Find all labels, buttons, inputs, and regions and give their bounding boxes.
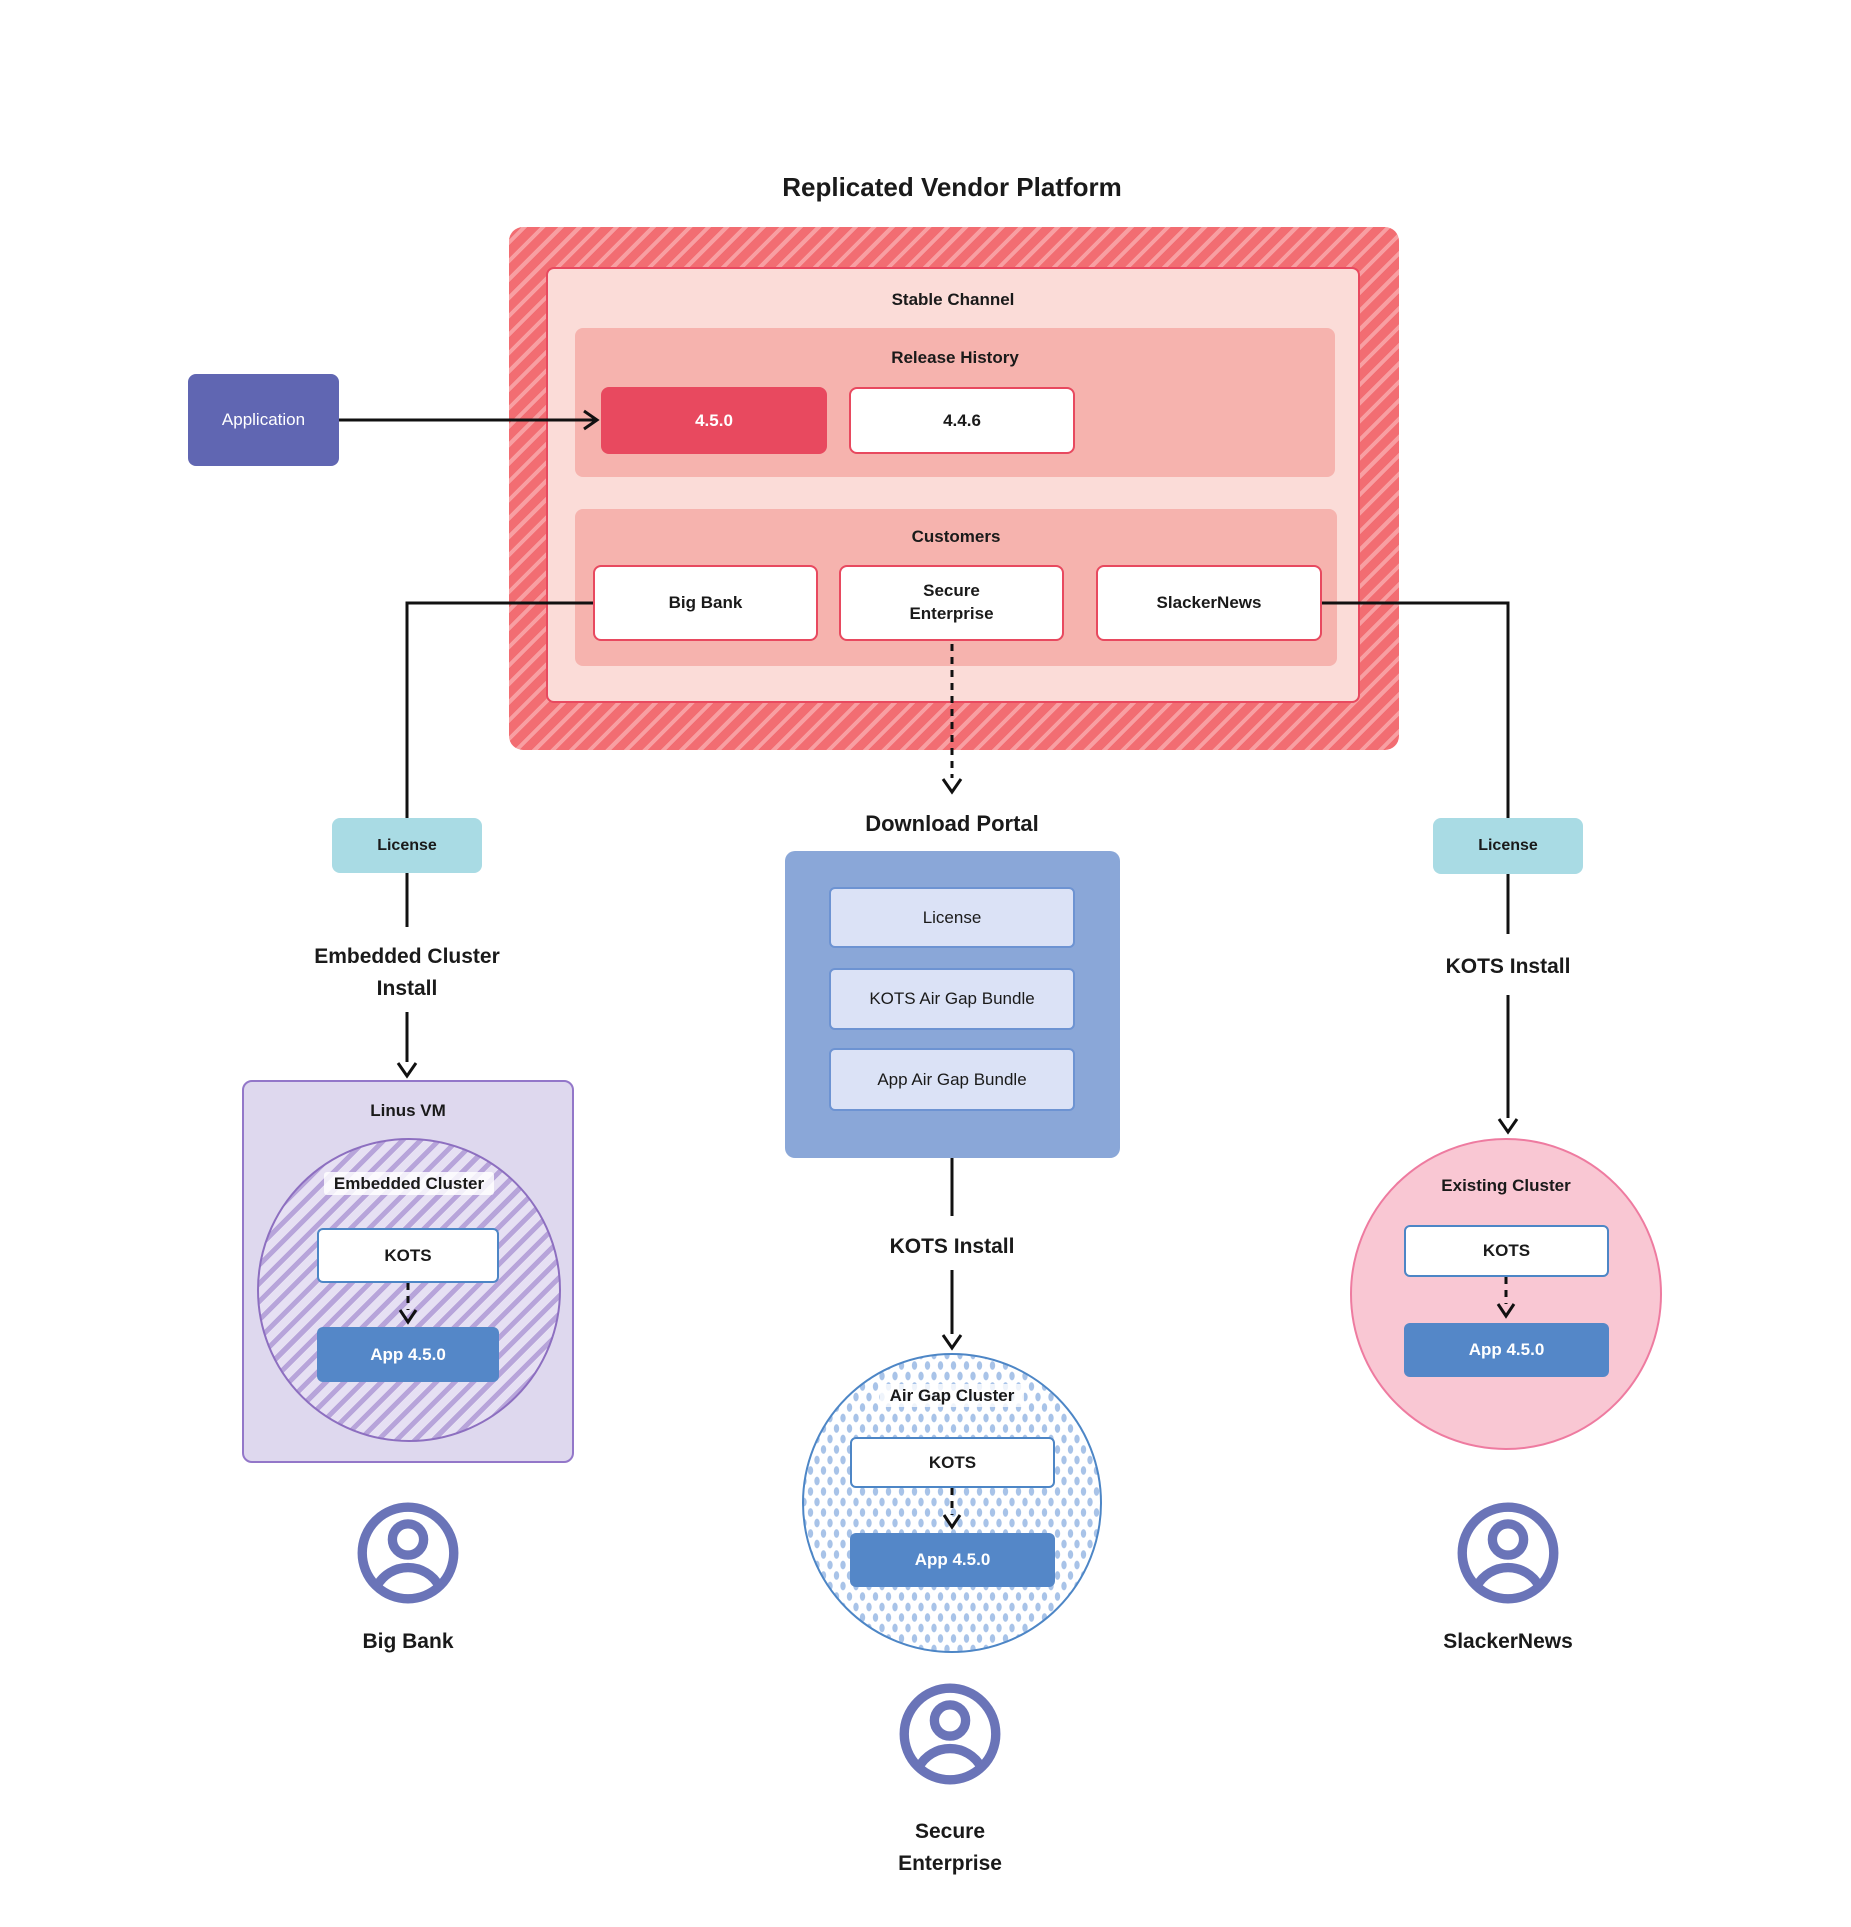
customer-secure-enterprise: Secure Enterprise: [839, 565, 1064, 641]
app-box-left: App 4.5.0: [317, 1327, 499, 1382]
person-icon: [1457, 1502, 1559, 1604]
download-portal-title: Download Portal: [865, 811, 1039, 836]
person-icon: [357, 1502, 459, 1604]
customer-big-bank: Big Bank: [593, 565, 818, 641]
customer-secure-enterprise-label: Secure Enterprise: [909, 581, 994, 623]
kots-box-right: KOTS: [1404, 1225, 1609, 1277]
user-label-slackernews: SlackerNews: [1443, 1630, 1573, 1653]
release-4-5-0: 4.5.0: [601, 387, 827, 454]
customers-label: Customers: [911, 527, 1001, 546]
customer-slackernews: SlackerNews: [1096, 565, 1322, 641]
app-box-middle: App 4.5.0: [850, 1533, 1055, 1587]
air-gap-cluster-label-text: Air Gap Cluster: [879, 1384, 1025, 1407]
embedded-cluster-install-label: Embedded Cluster Install: [314, 945, 500, 1000]
bundle-license: License: [829, 887, 1075, 948]
stable-channel-label: Stable Channel: [891, 290, 1015, 309]
kots-box-middle: KOTS: [850, 1437, 1055, 1488]
embedded-cluster-label-text: Embedded Cluster: [323, 1172, 495, 1195]
user-label-secure-enterprise: Secure Enterprise: [898, 1820, 1002, 1875]
linus-vm-label: Linus VM: [370, 1101, 446, 1120]
user-icon-big-bank: [356, 1501, 460, 1605]
release-history-label: Release History: [891, 348, 1019, 367]
kots-install-label-right: KOTS Install: [1445, 955, 1571, 978]
air-gap-cluster-label: Air Gap Cluster: [812, 1384, 1092, 1407]
license-box-left: License: [332, 818, 482, 873]
person-icon: [899, 1683, 1001, 1785]
bundle-kots-airgap: KOTS Air Gap Bundle: [829, 968, 1075, 1030]
application-box: Application: [188, 374, 339, 466]
arrowhead-to-download-portal: [941, 778, 963, 795]
license-box-right: License: [1433, 818, 1583, 874]
app-box-right: App 4.5.0: [1404, 1323, 1609, 1377]
arrowhead-to-air-gap-cluster: [941, 1334, 963, 1351]
arrowhead-to-existing-cluster: [1497, 1118, 1519, 1135]
arrowhead-to-linus-vm: [396, 1062, 418, 1079]
kots-install-label-middle: KOTS Install: [889, 1235, 1015, 1258]
bundle-app-airgap: App Air Gap Bundle: [829, 1048, 1075, 1111]
user-icon-slackernews: [1456, 1501, 1560, 1605]
existing-cluster-label: Existing Cluster: [1441, 1176, 1571, 1195]
kots-box-left: KOTS: [317, 1228, 499, 1283]
user-label-big-bank: Big Bank: [362, 1630, 454, 1653]
user-icon-secure-enterprise: [898, 1682, 1002, 1786]
embedded-cluster-label: Embedded Cluster: [289, 1172, 529, 1195]
release-4-4-6: 4.4.6: [849, 387, 1075, 454]
page-title: Replicated Vendor Platform: [782, 172, 1122, 202]
